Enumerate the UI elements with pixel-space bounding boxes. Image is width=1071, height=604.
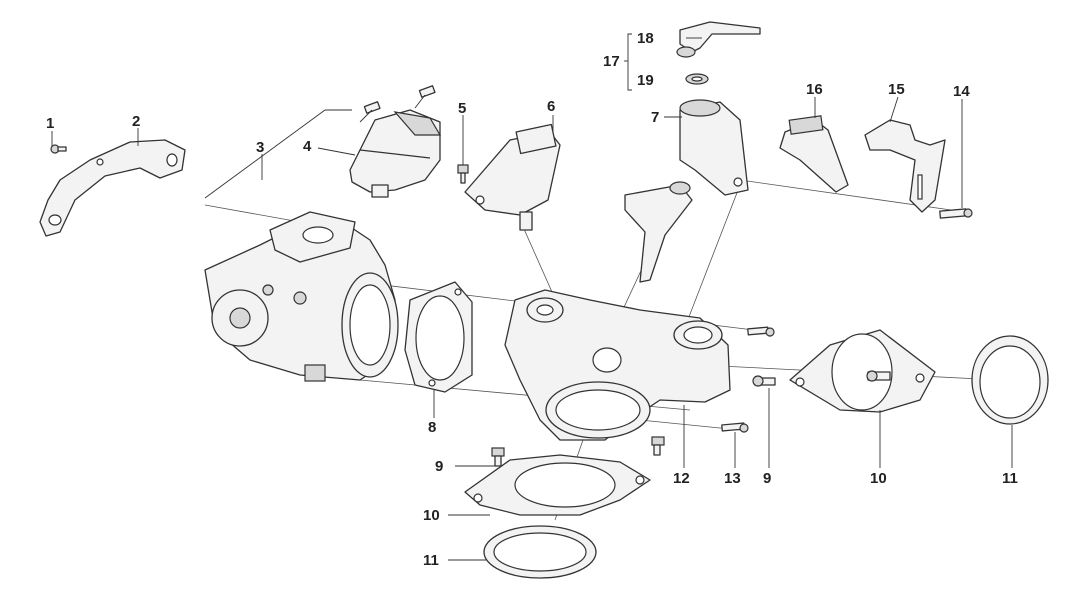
part-1-small-screw bbox=[50, 144, 67, 154]
part-12-intake-plenum bbox=[504, 289, 731, 441]
part-5-screw bbox=[457, 164, 469, 184]
callout-3: 3 bbox=[256, 139, 264, 156]
screw-9-left bbox=[491, 447, 505, 467]
callout-10-bottom: 10 bbox=[423, 507, 440, 524]
callout-labels: 1 2 3 4 5 6 7 8 9 9 10 10 11 11 12 13 14… bbox=[46, 30, 1018, 569]
callout-9-right: 9 bbox=[763, 470, 771, 487]
callout-9-left: 9 bbox=[435, 458, 443, 475]
callout-15: 15 bbox=[888, 81, 905, 98]
callout-17: 17 bbox=[603, 53, 620, 70]
callout-2: 2 bbox=[132, 113, 140, 130]
callout-4: 4 bbox=[303, 138, 312, 155]
part-11-ring-bottom bbox=[483, 525, 597, 579]
part-11-ring-right bbox=[971, 335, 1049, 425]
part-19-o-ring bbox=[685, 73, 709, 85]
throttle-body bbox=[204, 211, 399, 382]
part-14-screw bbox=[939, 208, 973, 219]
part-4-idle-actuator bbox=[349, 109, 442, 198]
callout-5: 5 bbox=[458, 100, 466, 117]
group-bracket-17 bbox=[624, 33, 632, 91]
screw-near-plenum-top bbox=[747, 326, 775, 337]
part-7-injector-housing bbox=[679, 99, 749, 196]
callout-13: 13 bbox=[724, 470, 741, 487]
callout-6: 6 bbox=[547, 98, 555, 115]
part-16-injector bbox=[779, 115, 849, 193]
callout-16: 16 bbox=[806, 81, 823, 98]
callout-1: 1 bbox=[46, 115, 54, 132]
callout-11-bottom: 11 bbox=[423, 552, 439, 569]
callout-10-right: 10 bbox=[870, 470, 887, 487]
part-8-gasket bbox=[404, 281, 473, 393]
part-6-map-sensor bbox=[464, 123, 561, 231]
callout-14: 14 bbox=[953, 83, 970, 100]
callout-7: 7 bbox=[651, 109, 659, 126]
screw-13 bbox=[721, 422, 749, 433]
callout-18: 18 bbox=[637, 30, 654, 47]
part-4-screws bbox=[359, 85, 436, 123]
injector-assembly bbox=[624, 181, 693, 283]
part-10-gasket-bottom bbox=[464, 454, 651, 516]
part-15-bracket bbox=[864, 119, 946, 213]
part-10-gasket-right bbox=[789, 329, 936, 413]
part-18-fuel-connector bbox=[676, 21, 761, 58]
callout-19: 19 bbox=[637, 72, 654, 89]
part-2-bracket bbox=[39, 139, 186, 237]
callout-12: 12 bbox=[673, 470, 690, 487]
screw-9-right bbox=[752, 375, 776, 387]
group-bracket-3 bbox=[204, 109, 352, 199]
leader-lines bbox=[51, 37, 1013, 561]
screw-9-mid bbox=[651, 436, 665, 456]
callout-11-right: 11 bbox=[1002, 470, 1018, 487]
callout-8: 8 bbox=[428, 419, 436, 436]
